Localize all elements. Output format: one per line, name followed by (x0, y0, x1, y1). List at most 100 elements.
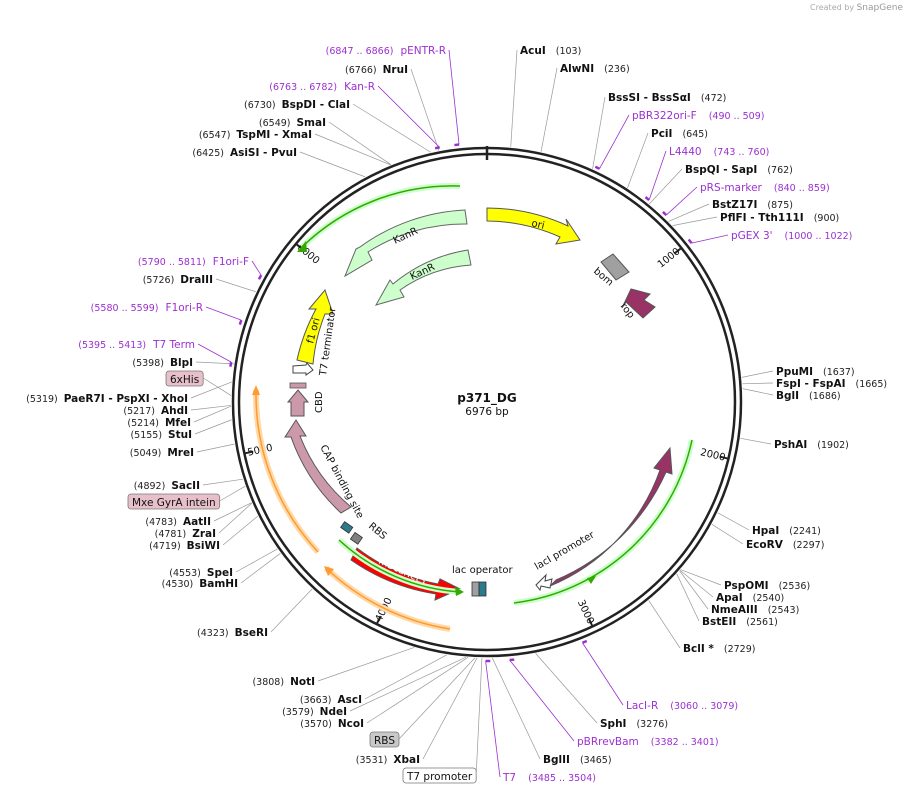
enzyme-site[interactable]: TspMI - XmaI(6547) (199, 129, 391, 166)
primer-site[interactable]: F1ori-F(5790 .. 5811) (138, 256, 263, 280)
enzyme-site[interactable]: MfeI(5214) (127, 405, 232, 429)
enzyme-name: ApaI (716, 592, 743, 604)
enzyme-position: (2540) (753, 593, 785, 604)
enzyme-site[interactable]: PshAI(1902) (740, 437, 849, 451)
boxed-feature-label[interactable]: RBS (369, 657, 476, 748)
enzyme-leader (679, 570, 709, 610)
rbs-feature-1[interactable] (340, 521, 354, 534)
enzyme-name: BssSI - BssSαI (608, 92, 691, 104)
f1-ori-feature[interactable] (296, 288, 334, 365)
enzyme-site[interactable]: HpaI(2241) (717, 512, 821, 537)
orange-arrow-bottom (325, 567, 451, 630)
enzyme-leader (627, 132, 649, 189)
intein-feature[interactable] (284, 419, 352, 514)
rbs-feature-2[interactable] (349, 531, 363, 545)
enzyme-site[interactable]: BstEII(2561) (676, 573, 778, 628)
enzyme-site[interactable]: XbaI(3531) (356, 657, 478, 766)
enzyme-site[interactable]: MreI(5049) (130, 443, 235, 459)
enzyme-name: NdeI (320, 706, 347, 718)
laci-feature[interactable] (549, 446, 673, 587)
primer-site[interactable]: pRS-marker(840 .. 859) (662, 182, 830, 217)
enzyme-site[interactable]: NcoI(3570) (300, 657, 469, 730)
enzyme-leader (668, 203, 710, 222)
enzyme-site[interactable]: SphI(3276) (535, 653, 668, 730)
enzyme-position: (472) (701, 93, 727, 104)
kanr-outer-feature[interactable] (343, 209, 468, 278)
green-arrow-top-head (297, 241, 307, 252)
cbd-feature[interactable] (286, 389, 310, 417)
enzyme-site[interactable]: PflFI - Tth111I(900) (672, 212, 840, 226)
enzyme-site[interactable]: SpeI(4553) (169, 548, 278, 579)
enzyme-site[interactable]: FspI - FspAI(1665) (742, 378, 887, 390)
enzyme-site[interactable]: BssSI - BssSαI (472) (592, 92, 727, 169)
lac-operator-feature-2[interactable] (478, 581, 487, 597)
his-tag-feature[interactable] (289, 382, 307, 389)
enzyme-site[interactable]: BsiWI(4719) (149, 515, 259, 552)
enzyme-site[interactable]: NdeI(3579) (282, 656, 467, 718)
enzyme-site[interactable]: PciI(645) (627, 128, 708, 189)
enzyme-site[interactable]: AlwNI(236) (540, 63, 630, 152)
enzyme-leader (215, 278, 257, 293)
kanr-inner-feature[interactable] (374, 249, 472, 306)
lac-operator-feature[interactable] (471, 581, 480, 597)
rop-feature[interactable] (621, 288, 656, 319)
enzyme-site[interactable]: ApaI (2540) (679, 569, 785, 604)
t7-terminator-feature[interactable] (292, 362, 314, 376)
enzyme-site[interactable]: BclI *(2729) (648, 600, 756, 655)
enzyme-site[interactable]: PpuMI(1637) (741, 366, 855, 378)
enzyme-name: StuI (168, 429, 192, 441)
enzyme-site[interactable]: SacII(4892) (134, 478, 243, 492)
primer-site[interactable]: pGEX 3'(1000 .. 1022) (687, 230, 853, 244)
enzyme-site[interactable]: BspDI - ClaI(6730) (244, 99, 431, 153)
primer-site[interactable]: pBR322ori-F(490 .. 509) (594, 110, 764, 170)
enzyme-site[interactable]: AhdI(5217) (123, 405, 232, 417)
enzyme-position: (4553) (169, 568, 201, 579)
bom-feature[interactable] (600, 253, 630, 281)
boxed-feature-label[interactable]: Mxe GyrA intein (127, 485, 246, 510)
enzyme-site[interactable]: AsiSI - PvuI(6425) (192, 147, 366, 178)
primer-site[interactable]: T7 Term(5395 .. 5413) (78, 339, 233, 367)
enzyme-site[interactable]: BglII(3465) (491, 657, 612, 766)
enzyme-name: SacII (171, 480, 200, 492)
enzyme-site[interactable]: DraIII(5726) (143, 274, 257, 293)
enzyme-site[interactable]: PaeR7I - PspXI - XhoI(5319) (26, 381, 232, 405)
ori-feature[interactable] (486, 207, 581, 245)
enzyme-site[interactable]: SmaI(6549) (259, 117, 392, 165)
enzyme-site[interactable]: BlpI(5398) (132, 357, 234, 369)
enzyme-leader (592, 96, 606, 169)
primer-site[interactable]: Kan-R(6763 .. 6782) (269, 81, 440, 150)
laci-promoter-feature[interactable] (535, 573, 553, 592)
enzyme-site[interactable]: BstZ17I(875) (668, 199, 793, 222)
enzyme-position: (1665) (856, 379, 888, 390)
primer-site[interactable]: pENTR-R(6847 .. 6866) (326, 45, 460, 147)
primer-site[interactable]: pBRrevBam(3382 .. 3401) (509, 658, 719, 748)
enzyme-site[interactable]: BseRI(4323) (197, 588, 313, 639)
enzyme-site[interactable]: ZraI(4781) (155, 502, 253, 540)
enzyme-site[interactable]: BspQI - SapI(762) (648, 164, 793, 205)
orange-arrow-left-head (252, 385, 260, 395)
enzyme-site[interactable]: PspOMI(2536) (680, 569, 811, 592)
boxed-feature-label[interactable]: 6xHis (165, 370, 232, 396)
enzyme-site[interactable]: NotI(3808) (252, 647, 415, 688)
enzyme-site[interactable]: StuI(5155) (130, 419, 232, 441)
enzyme-leader (193, 405, 232, 423)
enzyme-site[interactable]: BamHI(4530) (162, 553, 281, 590)
primer-name: F1ori-R (166, 302, 203, 314)
boxed-feature-label[interactable]: T7 promoter (402, 657, 483, 784)
enzyme-site[interactable]: AscI(3663) (300, 654, 447, 706)
enzyme-site[interactable]: NmeAIII(2543) (679, 570, 800, 616)
enzyme-site[interactable]: EcoRV(2297) (711, 524, 825, 551)
primer-range: (5395 .. 5413) (78, 340, 146, 351)
enzyme-site[interactable]: NruI(6766) (345, 64, 440, 151)
enzyme-leader (540, 67, 558, 152)
enzyme-site[interactable]: AatII(4783) (145, 502, 252, 528)
enzyme-site[interactable]: BglI(1686) (742, 388, 841, 402)
primer-site[interactable]: F1ori-R(5580 .. 5599) (91, 302, 243, 325)
enzyme-leader (491, 657, 541, 760)
primer-site[interactable]: LacI-R(3060 .. 3079) (581, 639, 738, 712)
boxed-label-bg (402, 767, 477, 784)
primer-site[interactable]: L4440(743 .. 760) (644, 146, 769, 202)
enzyme-position: (1637) (823, 367, 855, 378)
primer-site[interactable]: T7(3485 .. 3504) (485, 659, 596, 784)
enzyme-site[interactable]: AcuI(103) (510, 45, 582, 148)
